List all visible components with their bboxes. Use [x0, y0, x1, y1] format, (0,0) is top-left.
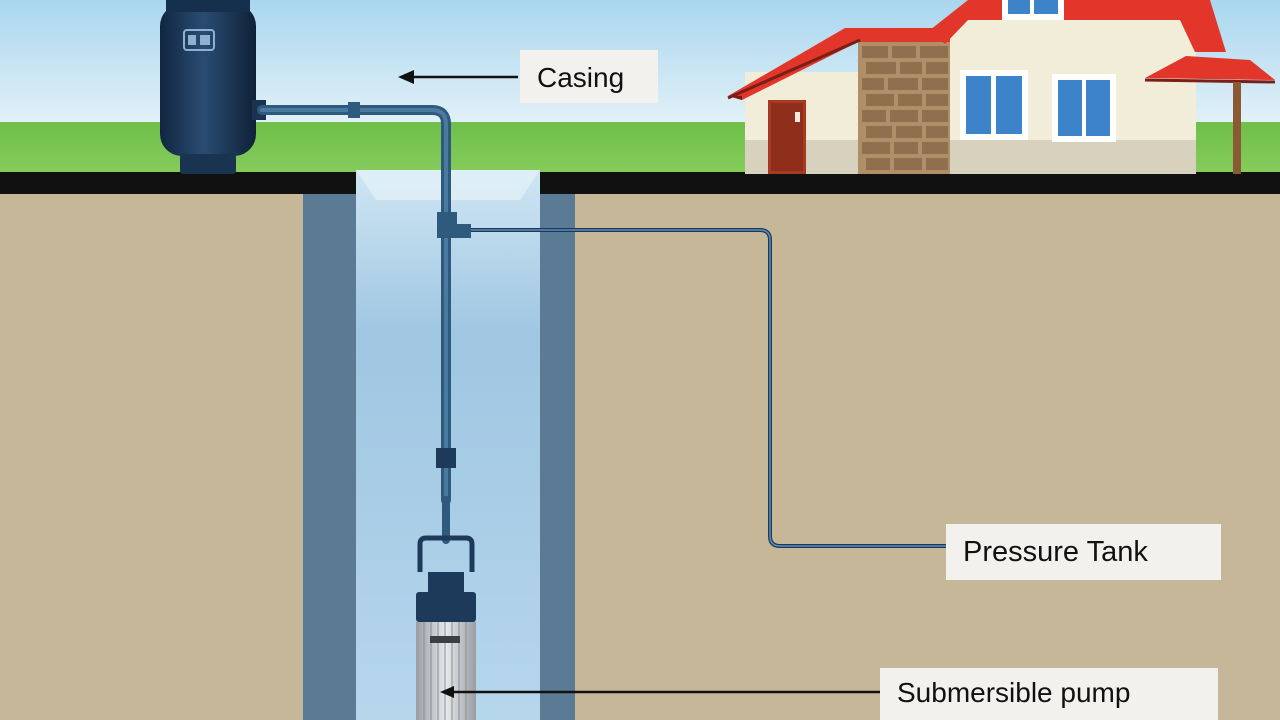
pipe-coupling: [436, 448, 456, 468]
soil: [0, 192, 1280, 720]
pipe-tee-side: [455, 224, 471, 238]
arrow-left-icon: [440, 686, 454, 698]
pressure-tank-label: Pressure Tank: [946, 524, 1221, 580]
casing-wall-left: [303, 194, 356, 720]
casing-wall-right: [540, 194, 575, 720]
house-illustration: [727, 0, 1276, 174]
casing-label: Casing: [520, 50, 658, 103]
pipe-fitting-top: [348, 102, 360, 118]
leader-lines: [398, 70, 880, 698]
pipe-system: [257, 105, 948, 548]
pressure-tank-illustration: [160, 0, 266, 174]
submersible-pump-label: Submersible pump: [880, 668, 1218, 720]
ground-line-left: [0, 172, 356, 194]
ground-line-right: [540, 172, 1280, 194]
submersible-pump-illustration: [416, 535, 476, 720]
arrow-left-icon: [398, 70, 414, 84]
pipe-tee: [437, 212, 457, 238]
